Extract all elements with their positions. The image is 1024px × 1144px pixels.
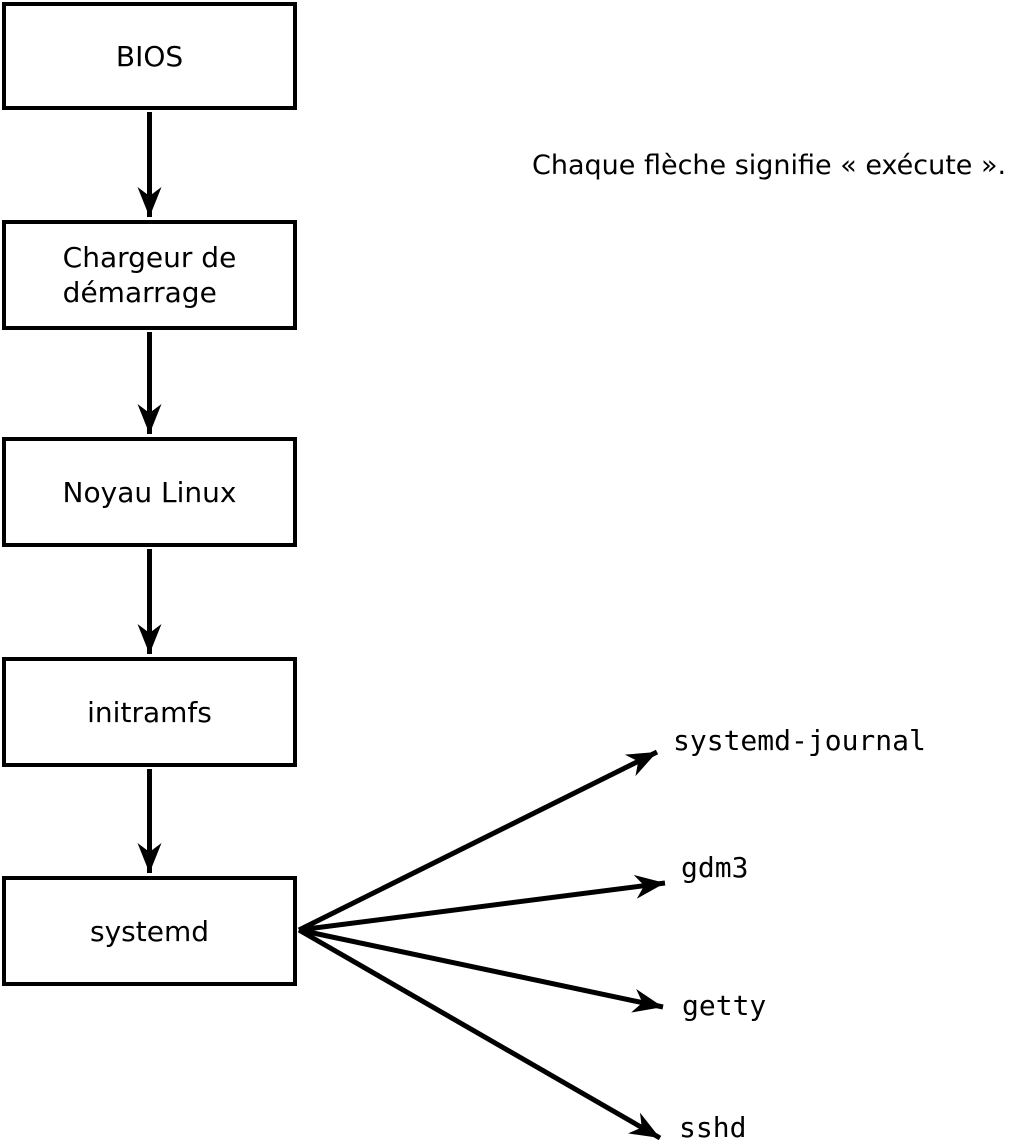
node-bios-label: BIOS [115, 39, 184, 73]
arrow-legend-note: Chaque flèche signifie « exécute ». [532, 150, 1007, 181]
node-bootloader: Chargeur de démarrage [2, 220, 297, 330]
node-initramfs-label: initramfs [87, 695, 212, 729]
node-initramfs: initramfs [2, 657, 297, 767]
node-systemd-label: systemd [90, 914, 209, 948]
label-gdm3: gdm3 [681, 851, 749, 884]
label-sshd: sshd [679, 1111, 747, 1144]
node-kernel-label: Noyau Linux [62, 475, 237, 509]
label-systemd-journal: systemd-journal [673, 724, 926, 757]
node-systemd: systemd [2, 876, 297, 986]
arrow-systemd-to-sshd [297, 927, 662, 1141]
node-bootloader-label: Chargeur de démarrage [62, 241, 237, 309]
label-getty: getty [682, 989, 767, 1022]
node-bios: BIOS [2, 2, 297, 110]
arrow-systemd-to-gdm3 [298, 874, 666, 933]
node-kernel: Noyau Linux [2, 437, 297, 547]
arrow-systemd-to-getty [298, 927, 664, 1013]
arrow-systemd-to-systemd-journal [297, 749, 659, 933]
